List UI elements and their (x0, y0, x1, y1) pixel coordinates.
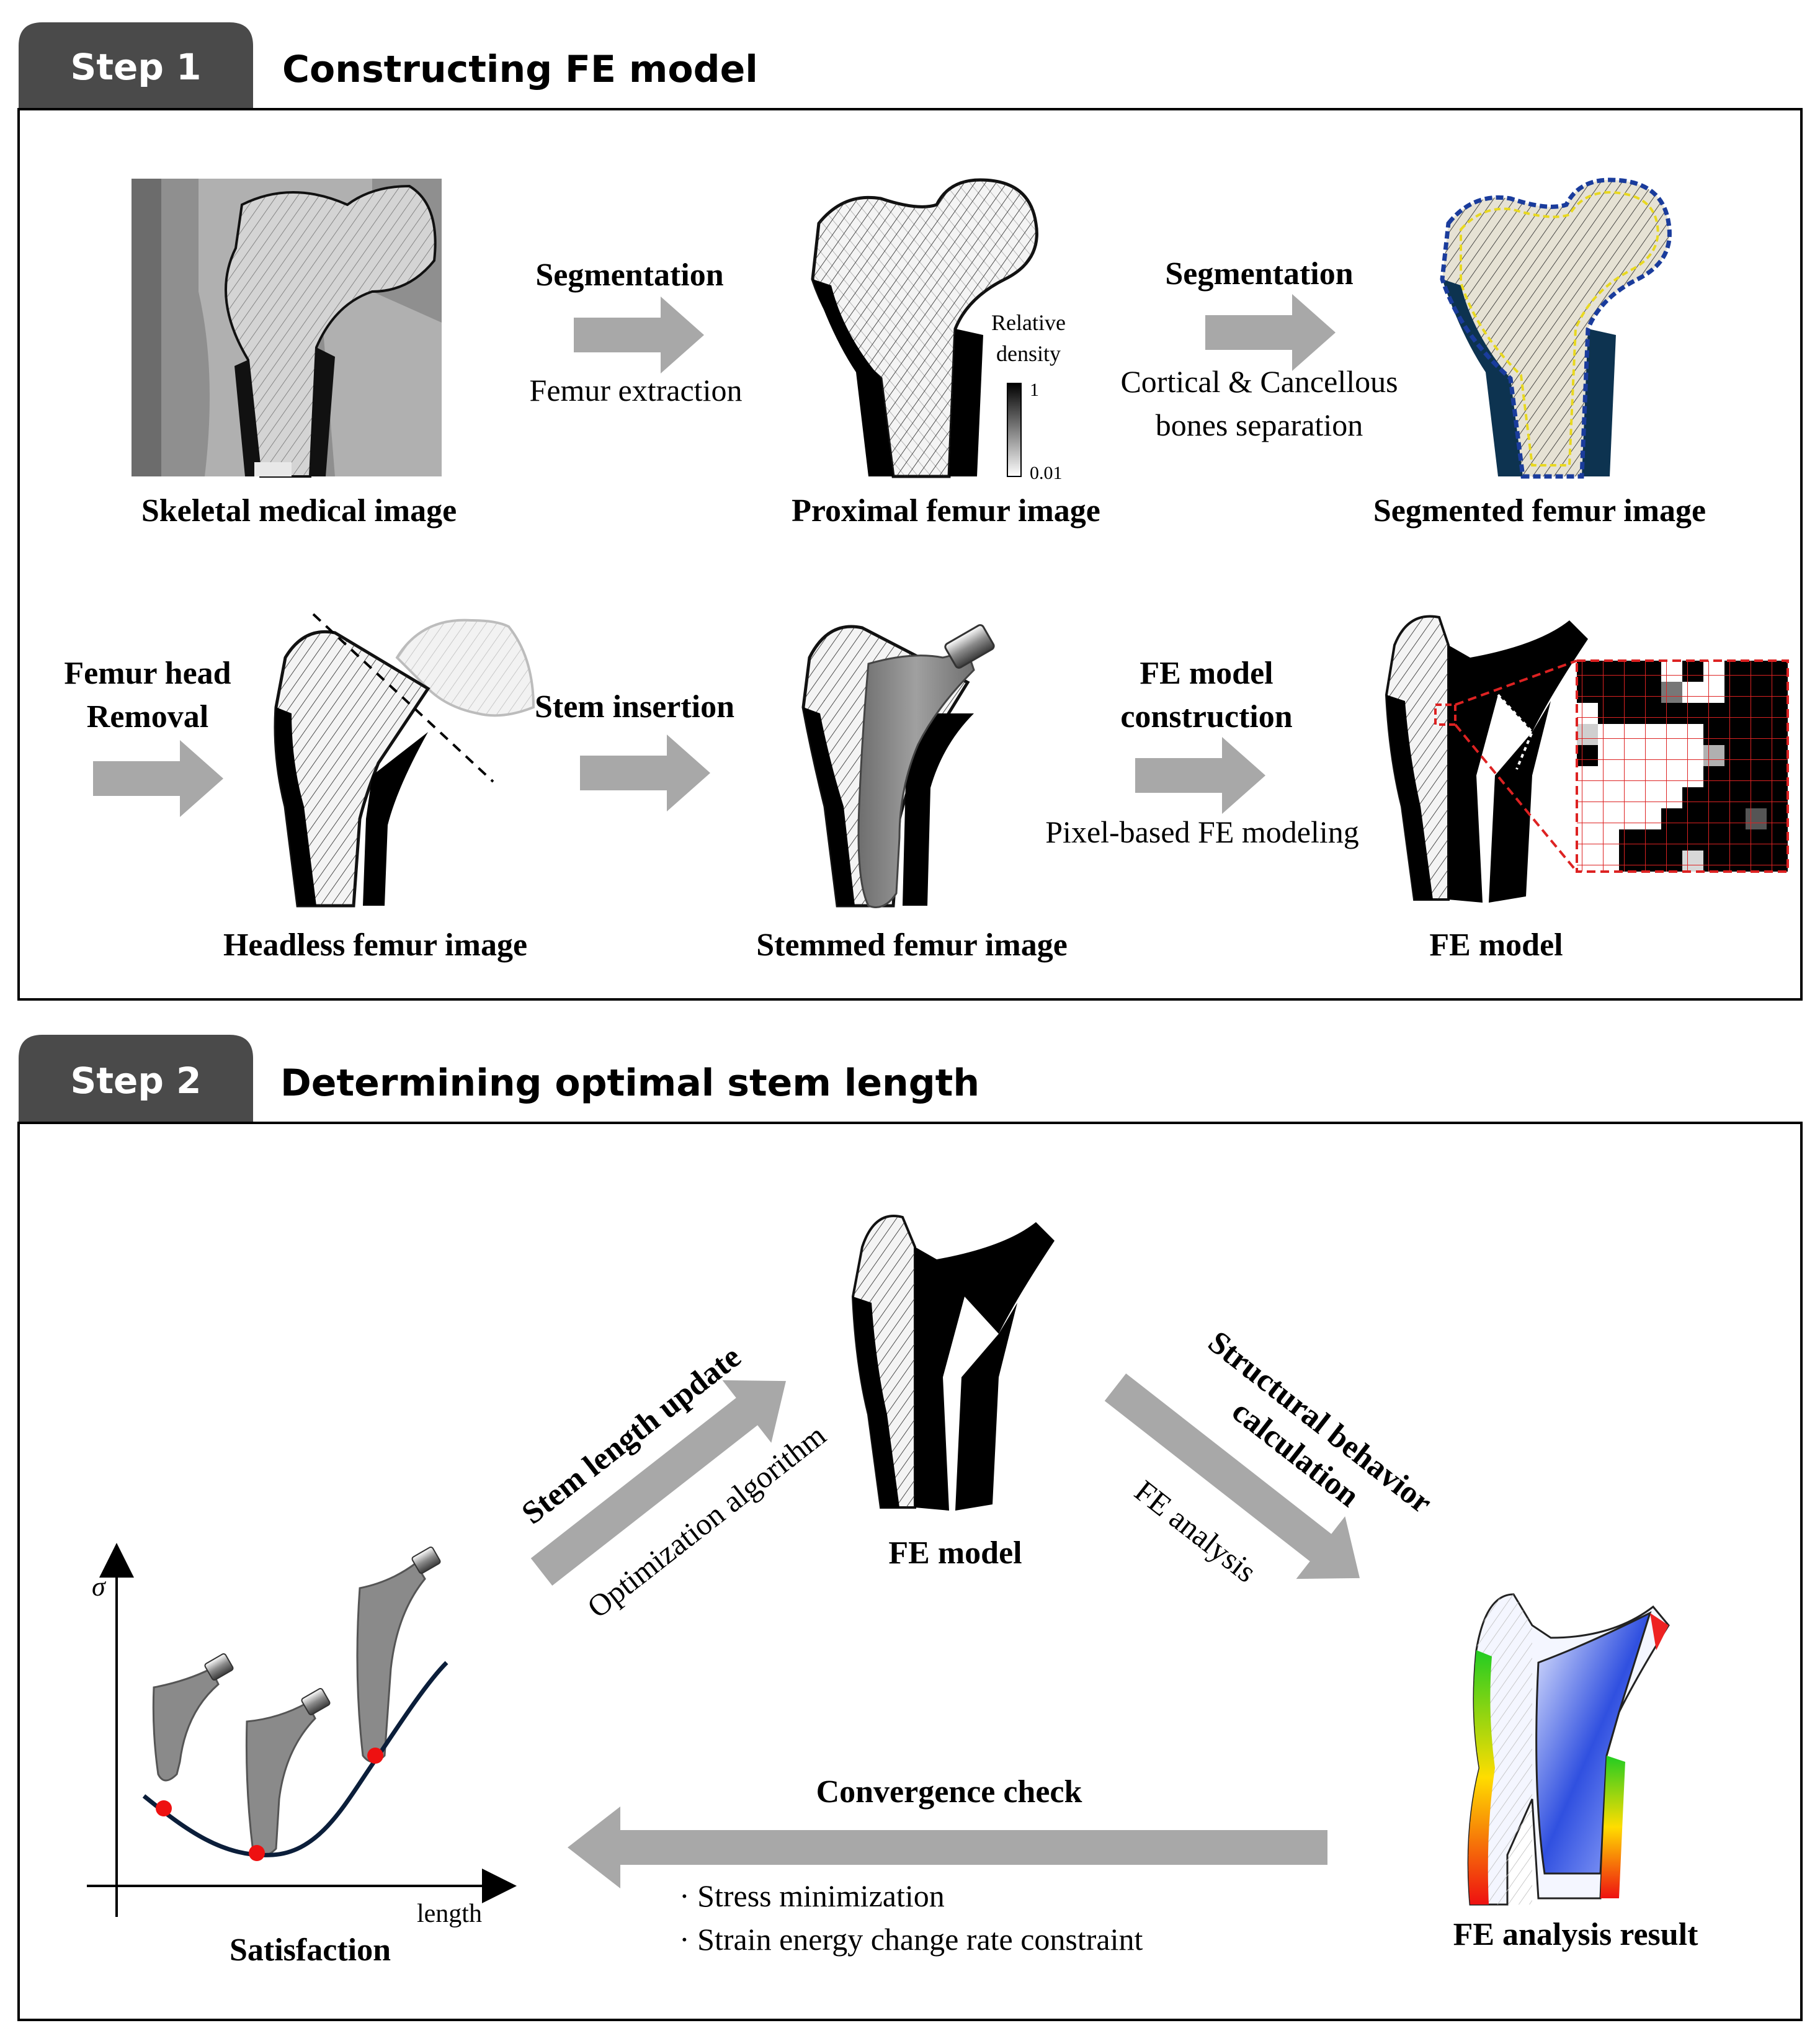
plot-y-label: σ (92, 1571, 107, 1602)
plot-point-2 (249, 1845, 265, 1861)
colorbar-title-2: density (996, 341, 1061, 366)
convergence-item-1: · Stress minimization (679, 1878, 945, 1913)
fe-analysis-result-image (1467, 1593, 1670, 1906)
stem-long (356, 1546, 441, 1763)
step2-title: Determining optimal stem length (280, 1061, 979, 1105)
convergence-arrow (568, 1807, 1327, 1888)
fe-model-image-1 (1385, 615, 1588, 903)
step1-title: Constructing FE model (282, 48, 758, 91)
segmented-femur-caption: Segmented femur image (1373, 493, 1706, 529)
plot-x-label: length (417, 1900, 482, 1928)
plot-point-1 (156, 1800, 172, 1816)
stem-update-group: Stem length update Optimization algorith… (515, 1339, 832, 1624)
colorbar-min: 0.01 (1030, 463, 1063, 483)
step2-section: Step 2 Determining optimal stem length F… (17, 1035, 1803, 2021)
convergence-item-2: · Strain energy change rate constraint (679, 1922, 1143, 1957)
skeletal-image-caption: Skeletal medical image (141, 493, 457, 529)
colorbar-max: 1 (1030, 380, 1039, 400)
stemmed-femur-caption: Stemmed femur image (756, 927, 1068, 963)
segmentation-label-2: Segmentation (1165, 256, 1353, 292)
stem-short (152, 1653, 234, 1782)
fe-result-caption: FE analysis result (1453, 1917, 1699, 1952)
headless-femur-image (274, 613, 535, 908)
structural-arrow (1104, 1373, 1360, 1579)
step2-tab-label: Step 2 (71, 1060, 202, 1102)
stemmed-femur-image (801, 624, 995, 908)
step1-section: Step 1 Constructing FE model Skeletal me… (17, 22, 1803, 1001)
fe-model-caption-1: FE model (1429, 927, 1563, 963)
fe-pixel-zoom (1434, 659, 1789, 873)
pixel-fe-label: Pixel-based FE modeling (1045, 815, 1359, 849)
proximal-femur-caption: Proximal femur image (792, 493, 1100, 529)
step1-tab (19, 22, 253, 109)
step1-tab-label: Step 1 (71, 46, 202, 88)
skeletal-medical-image (132, 179, 442, 478)
segmentation-label-1: Segmentation (535, 257, 723, 293)
stem-insertion-label: Stem insertion (535, 689, 734, 725)
step2-frame (17, 1122, 1803, 2021)
fe-construction-arrow (1135, 737, 1265, 814)
step1-frame (17, 108, 1803, 1001)
satisfaction-plot: σ length (87, 1543, 517, 1928)
step2-tab (19, 1035, 253, 1123)
stem-neck (944, 624, 995, 669)
stem-medium (245, 1687, 331, 1857)
separation-label-2: bones separation (1156, 408, 1363, 442)
head-removal-label-2: Removal (87, 699, 208, 735)
segmented-femur-image (1440, 177, 1672, 479)
convergence-label: Convergence check (816, 1774, 1082, 1810)
fe-model-image-2 (851, 1215, 1055, 1511)
satisfaction-caption: Satisfaction (230, 1932, 391, 1968)
segmentation-arrow-1 (574, 297, 704, 373)
fe-construction-label-1: FE model (1140, 656, 1273, 691)
head-removal-label-1: Femur head (64, 656, 231, 691)
segmentation-arrow-2 (1205, 294, 1336, 371)
stem-insertion-arrow (580, 735, 710, 811)
stem-update-arrow (530, 1380, 787, 1586)
headless-femur-caption: Headless femur image (223, 927, 527, 963)
fe-model-caption-2: FE model (888, 1535, 1022, 1571)
head-removal-arrow (93, 740, 223, 817)
colorbar (1007, 383, 1022, 477)
femur-extraction-label: Femur extraction (530, 373, 743, 408)
separation-label-1: Cortical & Cancellous (1120, 364, 1398, 399)
structural-group: Structural behavior calculation FE analy… (1104, 1324, 1439, 1589)
plot-point-3 (367, 1748, 383, 1764)
fe-construction-label-2: construction (1120, 699, 1292, 735)
plot-curve (142, 1661, 448, 1857)
colorbar-title-1: Relative (991, 310, 1066, 335)
proximal-femur-image (811, 178, 1038, 478)
